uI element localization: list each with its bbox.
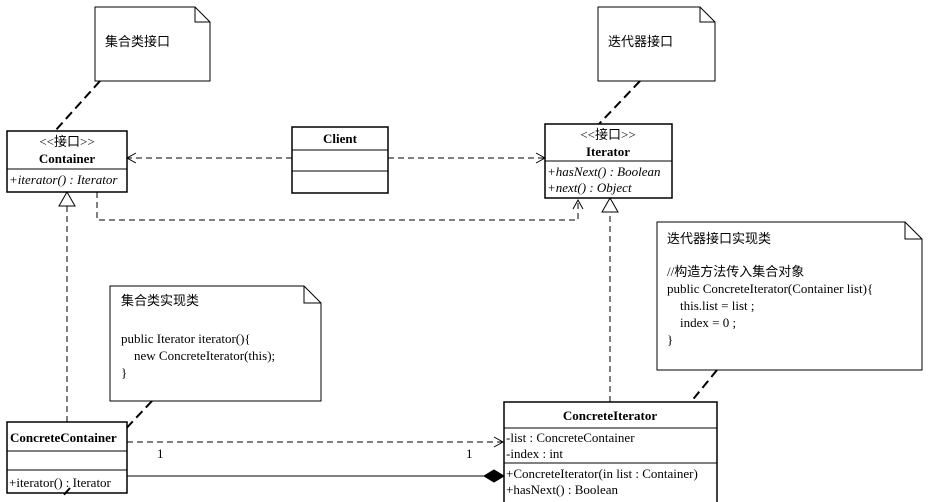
class-method: +hasNext() : Boolean xyxy=(506,482,619,497)
multiplicity-right: 1 xyxy=(466,446,473,461)
note-line: public ConcreteIterator(Container list){ xyxy=(667,281,873,296)
note-line: } xyxy=(667,332,673,347)
note-text: 集合类接口 xyxy=(105,34,170,49)
note-line: } xyxy=(121,365,127,380)
note-text: 迭代器接口 xyxy=(608,34,673,49)
note-container-interface: 集合类接口 xyxy=(94,6,211,82)
note-iterator-interface: 迭代器接口 xyxy=(597,6,716,82)
class-stereotype: <<接口>> xyxy=(580,127,635,142)
class-name: ConcreteContainer xyxy=(10,430,117,445)
note-anchor-line xyxy=(54,80,101,132)
note-title: 迭代器接口实现类 xyxy=(667,231,771,246)
note-line: index = 0 ; xyxy=(667,315,736,330)
class-concrete-container[interactable]: ConcreteContainer +iterator() : Iterator xyxy=(6,421,128,494)
class-concrete-iterator[interactable]: ConcreteIterator -list : ConcreteContain… xyxy=(503,401,718,502)
realization-triangle-icon xyxy=(58,190,76,207)
class-method: +iterator() : Iterator xyxy=(9,172,118,187)
class-container[interactable]: <<接口>> Container +iterator() : Iterator xyxy=(6,130,128,193)
class-name: Client xyxy=(323,131,358,146)
class-stereotype: <<接口>> xyxy=(39,134,94,149)
realization-triangle-icon xyxy=(601,196,619,213)
class-method: +ConcreteIterator(in list : Container) xyxy=(506,466,698,481)
note-anchor-line xyxy=(61,487,71,498)
class-name: ConcreteIterator xyxy=(563,408,658,423)
class-name: Container xyxy=(39,151,96,166)
multiplicity-left: 1 xyxy=(157,446,164,461)
note-line: public Iterator iterator(){ xyxy=(121,331,251,346)
class-method: +next() : Object xyxy=(547,180,632,195)
note-line: new ConcreteIterator(this); xyxy=(121,348,275,363)
note-title: 集合类实现类 xyxy=(121,293,199,308)
class-iterator[interactable]: <<接口>> Iterator +hasNext() : Boolean +ne… xyxy=(544,123,673,199)
class-attribute: -index : int xyxy=(506,446,563,461)
class-name: Iterator xyxy=(586,144,630,159)
class-attribute: -list : ConcreteContainer xyxy=(506,430,635,445)
class-method: +iterator() : Iterator xyxy=(9,475,112,490)
note-concrete-iterator: 迭代器接口实现类 //构造方法传入集合对象 public ConcreteIte… xyxy=(656,221,923,371)
note-line: this.list = list ; xyxy=(667,298,755,313)
note-concrete-container: 集合类实现类 public Iterator iterator(){ new C… xyxy=(109,285,322,402)
composition-diamond-icon xyxy=(483,469,505,483)
class-client[interactable]: Client xyxy=(291,126,389,194)
note-anchor-line xyxy=(597,80,641,126)
dependency-container-iterator xyxy=(96,192,584,221)
note-line: //构造方法传入集合对象 xyxy=(667,264,804,279)
class-method: +hasNext() : Boolean xyxy=(547,164,660,179)
